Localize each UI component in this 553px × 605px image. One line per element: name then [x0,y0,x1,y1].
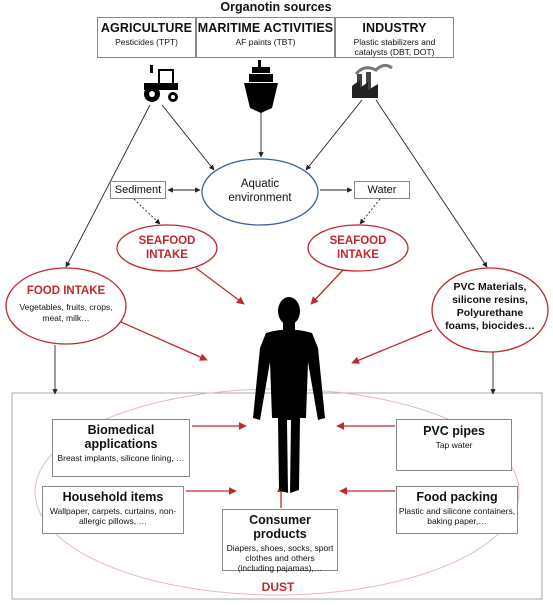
ship-icon [244,60,278,113]
biomedical-box: Biomedical applications Breast implants,… [52,419,190,477]
arrow-pvc-human [351,329,433,364]
household-title: Household items [62,490,164,504]
biomedical-title1: Biomedical [87,423,155,437]
human-silhouette-icon [253,297,325,493]
pvc-materials-label: PVC Materials, silicone resins, Polyuret… [433,281,547,333]
factory-icon [352,63,393,98]
aquatic-line1: Aquatic [240,178,280,190]
seafood-intake-right-ellipse [307,224,409,272]
seafood-intake-right-label: SEAFOOD INTAKE [308,234,408,262]
aquatic-line2: environment [228,192,292,204]
pvc-materials-line3: Polyurethane [456,307,524,319]
pvc-materials-line1: PVC Materials, [453,281,527,293]
food-intake-ellipse [5,267,127,345]
source-maritime-subtitle: AF paints (TBT) [235,37,296,47]
water-box: Water [354,181,410,199]
seafood-right-line2: INTAKE [337,249,379,261]
source-industry-title: INDUSTRY [362,21,427,35]
pvc-pipes-sub: Tap water [435,440,473,450]
tractor-icon [144,65,178,102]
biomedical-title2: applications [84,437,158,451]
source-agriculture-subtitle: Pesticides (TPT) [115,37,178,47]
seafood-left-line2: INTAKE [146,249,188,261]
aquatic-environment-ellipse [201,158,319,226]
seafood-intake-left-label: SEAFOOD INTAKE [117,234,217,262]
seafood-intake-left-ellipse [116,224,218,272]
arrow-industry-pvc [375,99,488,268]
pvc-pipes-title: PVC pipes [423,424,485,438]
seafood-left-line1: SEAFOOD [138,235,196,247]
aquatic-environment-label: Aquatic environment [202,177,318,205]
arrow-seafood-left-human [195,267,245,305]
household-box: Household items Wallpaper, carpets, curt… [42,486,184,534]
arrow-seafood-right-human [310,269,344,305]
food-packing-title: Food packing [416,490,498,504]
sediment-box: Sediment [110,181,166,199]
food-intake-label: FOOD INTAKE Vegetables, fruits, crops, m… [8,284,124,324]
consumer-products-box: Consumer products Diapers, shoes, socks,… [222,509,338,573]
pvc-materials-ellipse [431,267,549,353]
pvc-pipes-box: PVC pipes Tap water [396,419,512,471]
consumer-title: Consumer products [249,513,311,541]
arrow-agri-aquatic [161,104,215,171]
food-intake-title: FOOD INTAKE [26,285,106,297]
seafood-right-line1: SEAFOOD [329,235,387,247]
food-intake-line2: meat, milk… [42,313,90,323]
source-agriculture-title: AGRICULTURE [100,21,193,35]
source-maritime-box: MARITIME ACTIVITIES AF paints (TBT) [196,17,335,58]
biomedical-sub: Breast implants, silicone lining, … [57,453,185,463]
food-intake-line1: Vegetables, fruits, crops, [19,302,113,312]
food-packing-box: Food packing Plastic and silicone contai… [396,486,518,534]
consumer-sub: Diapers, shoes, socks, sport clothes and… [226,543,334,573]
arrow-agri-food [65,104,151,268]
arrow-food-human [120,321,208,361]
source-agriculture-box: AGRICULTURE Pesticides (TPT) [97,17,196,58]
source-industry-box: INDUSTRY Plastic stabilizers and catalys… [335,17,454,58]
household-sub: Wallpaper, carpets, curtains, non-allerg… [49,506,177,526]
arrow-industry-aquatic [305,99,363,171]
dust-label: DUST [261,580,295,594]
food-packing-sub: Plastic and silicone containers, baking … [398,506,516,526]
pvc-materials-line2: silicone resins, [452,294,528,306]
diagram-title: Organotin sources [220,0,332,14]
arrow-water-seafood [359,198,381,225]
arrow-sediment-seafood [133,198,161,225]
source-industry-subtitle: Plastic stabilizers and catalysts (DBT, … [353,37,436,57]
source-maritime-title: MARITIME ACTIVITIES [197,21,334,35]
pvc-materials-line4: foams, biocides… [445,320,535,332]
